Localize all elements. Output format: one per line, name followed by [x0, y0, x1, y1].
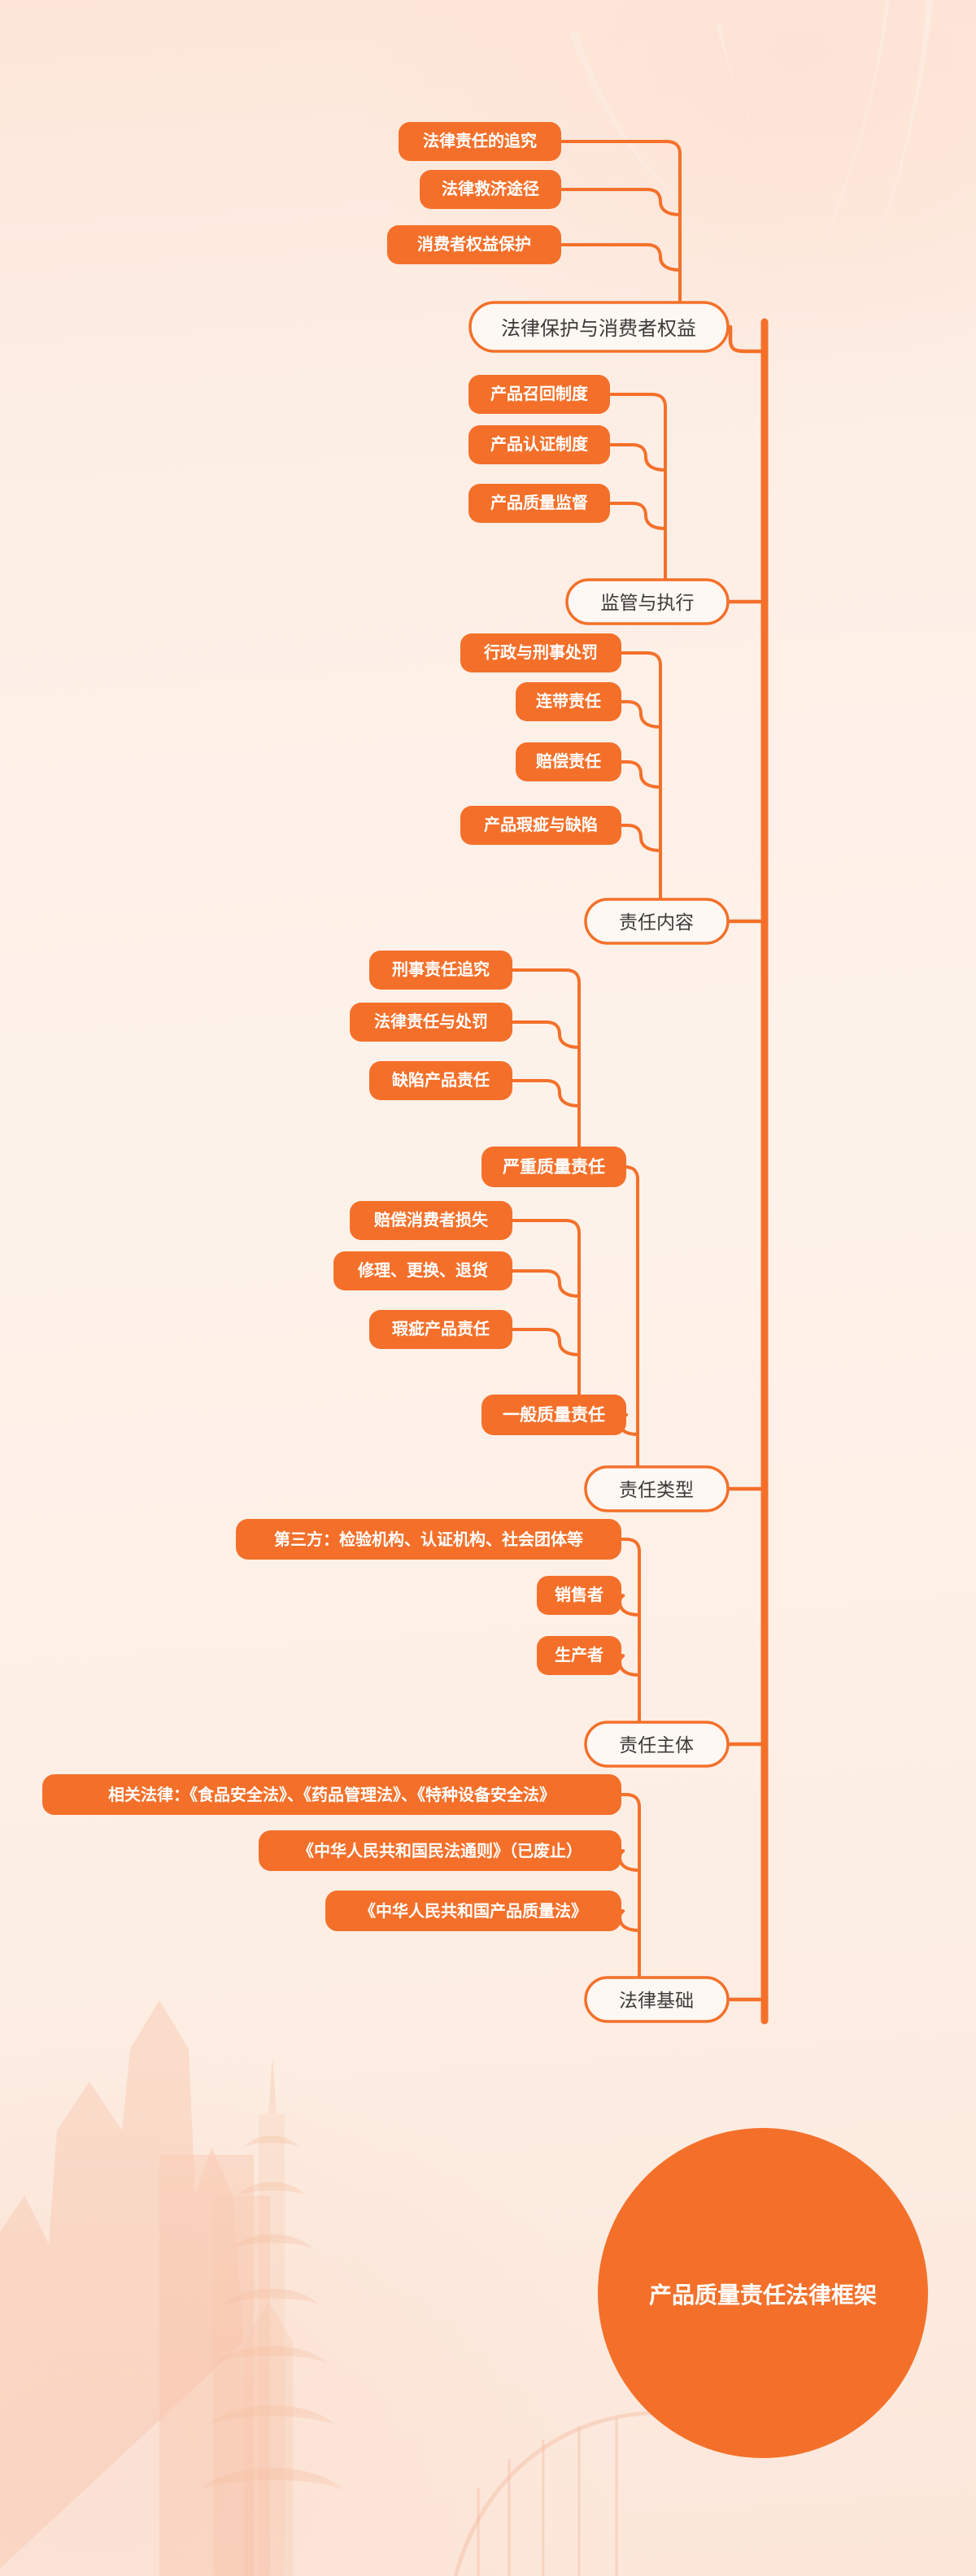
leaf-nodes: 法律责任的追究 法律救济途径 消费者权益保护 产品召回制度 产品认证制度 [42, 122, 626, 1931]
branch-label: 监管与执行 [601, 592, 695, 613]
leaf-node-xingshi-zeren-zhuijiu[interactable]: 刑事责任追究 [369, 951, 512, 990]
bridge-silhouette-icon [453, 2410, 676, 2576]
leaf-label: 缺陷产品责任 [392, 1070, 490, 1090]
leaf-label: 法律救济途径 [442, 179, 539, 198]
leaf-label: 赔偿责任 [536, 751, 601, 771]
leaf-node-chanpin-zhiliang-fa[interactable]: 《中华人民共和国产品质量法》 [325, 1891, 621, 1931]
branch-node-legal-protection[interactable]: 法律保护与消费者权益 [468, 301, 730, 353]
leaf-node-falv-zeren-de-zhuijiu[interactable]: 法律责任的追究 [399, 122, 561, 161]
links-serious-quality-liability [511, 968, 581, 1156]
leaf-node-disanfang-jigou[interactable]: 第三方：检验机构、认证机构、社会团体等 [236, 1519, 621, 1560]
center-circle [598, 2128, 928, 2458]
leaf-node-xiangguan-falv[interactable]: 相关法律：《食品安全法》、《药品管理法》、《特种设备安全法》 [42, 1774, 621, 1815]
branch-nodes: 法律保护与消费者权益 监管与执行 责任内容 责任类型 责任主体 法律基础 [468, 301, 730, 2023]
subgroup-node-yanzhong-zhiliang-zeren[interactable]: 严重质量责任 [481, 1147, 626, 1187]
leaf-node-quexian-chanpin-zeren[interactable]: 缺陷产品责任 [369, 1061, 512, 1100]
leaf-label: 瑕疵产品责任 [392, 1319, 490, 1338]
leaf-node-chanpin-zhiliang-jiandu[interactable]: 产品质量监督 [468, 484, 610, 523]
links-legal-protection [560, 140, 682, 304]
leaf-label: 《中华人民共和国产品质量法》 [359, 1901, 587, 1921]
leaf-label: 修理、更换、退货 [357, 1260, 488, 1280]
leaf-node-xiuli-genghuan-tuihuo[interactable]: 修理、更换、退货 [333, 1251, 512, 1290]
leaf-label: 赔偿消费者损失 [374, 1210, 489, 1229]
leaf-node-peichang-zeren[interactable]: 赔偿责任 [516, 742, 621, 781]
branch-node-liability-type[interactable]: 责任类型 [584, 1465, 730, 1512]
links-liability-subject [618, 1538, 641, 1724]
center-label: 产品质量责任法律框架 [649, 2282, 877, 2308]
center-node[interactable]: 产品质量责任法律框架 [598, 2128, 928, 2458]
branch-node-legal-basis[interactable]: 法律基础 [584, 1976, 730, 2023]
leaf-node-chanpin-renzheng-zhidu[interactable]: 产品认证制度 [468, 425, 610, 464]
leaf-node-falv-jiuji-tujing[interactable]: 法律救济途径 [420, 170, 561, 209]
leaf-label: 行政与刑事处罚 [483, 642, 598, 662]
leaf-node-liandai-zeren[interactable]: 连带责任 [516, 682, 621, 721]
leaf-label: 销售者 [555, 1585, 603, 1604]
cityscape-silhouette-icon [0, 2000, 293, 2576]
leaf-label: 《中华人民共和国民法通则》（已废止） [298, 1841, 582, 1860]
branch-node-liability-content[interactable]: 责任内容 [584, 898, 730, 945]
branch-label: 责任主体 [619, 1734, 694, 1756]
leaf-node-xiaci-chanpin-zeren[interactable]: 瑕疵产品责任 [369, 1310, 512, 1349]
leaf-node-peichang-xiaofeizhe-sunshi[interactable]: 赔偿消费者损失 [350, 1201, 512, 1240]
subgroup-node-yiban-zhiliang-zeren[interactable]: 一般质量责任 [481, 1395, 626, 1435]
link-trunk-legal-protection [728, 324, 767, 354]
leaf-label: 相关法律：《食品安全法》、《药品管理法》、《特种设备安全法》 [108, 1785, 556, 1804]
pagoda-silhouette-icon [200, 2057, 343, 2576]
leaf-node-chanpin-zhaohui-zhidu[interactable]: 产品召回制度 [468, 375, 610, 414]
leaf-label: 第三方：检验机构、认证机构、社会团体等 [274, 1530, 583, 1549]
leaf-label: 法律责任与处罚 [374, 1012, 488, 1031]
connector-lines [511, 140, 769, 2025]
leaf-node-shengchanzhe[interactable]: 生产者 [537, 1636, 621, 1675]
subgroup-label: 严重质量责任 [503, 1157, 605, 1177]
leaf-label: 产品召回制度 [490, 384, 589, 403]
links-supervision [608, 393, 667, 581]
leaf-node-falv-zeren-yu-chufa[interactable]: 法律责任与处罚 [350, 1003, 512, 1042]
branch-node-supervision[interactable]: 监管与执行 [565, 578, 730, 625]
branch-label: 法律保护与消费者权益 [501, 318, 696, 340]
leaf-node-xiaofeizhe-quanyi-baohu[interactable]: 消费者权益保护 [387, 225, 561, 264]
leaf-label: 法律责任的追究 [423, 131, 537, 150]
leaf-label: 生产者 [555, 1645, 603, 1664]
links-liability-content [620, 651, 662, 901]
leaf-label: 产品质量监督 [490, 493, 588, 512]
branch-label: 责任类型 [619, 1479, 694, 1500]
links-legal-basis [618, 1793, 641, 1979]
leaf-label: 产品瑕疵与缺陷 [484, 815, 598, 834]
leaf-node-xiaoshouzhe[interactable]: 销售者 [537, 1576, 621, 1615]
branch-node-liability-subject[interactable]: 责任主体 [584, 1721, 730, 1768]
leaf-node-minfa-tongze[interactable]: 《中华人民共和国民法通则》（已废止） [259, 1830, 621, 1871]
leaf-label: 消费者权益保护 [417, 234, 531, 254]
branch-label: 法律基础 [619, 1990, 694, 2011]
leaf-node-xingzheng-yu-xingshi-chufa[interactable]: 行政与刑事处罚 [460, 633, 621, 672]
branch-label: 责任内容 [619, 912, 694, 933]
leaf-label: 产品认证制度 [490, 434, 589, 454]
links-general-quality-liability [511, 1219, 581, 1406]
leaf-label: 连带责任 [536, 691, 601, 711]
ribbon-swoosh-icon [569, 0, 934, 319]
subgroup-label: 一般质量责任 [503, 1405, 605, 1425]
leaf-label: 刑事责任追究 [392, 959, 490, 979]
leaf-node-chanpin-xiaci-yu-quexian[interactable]: 产品瑕疵与缺陷 [460, 806, 621, 845]
